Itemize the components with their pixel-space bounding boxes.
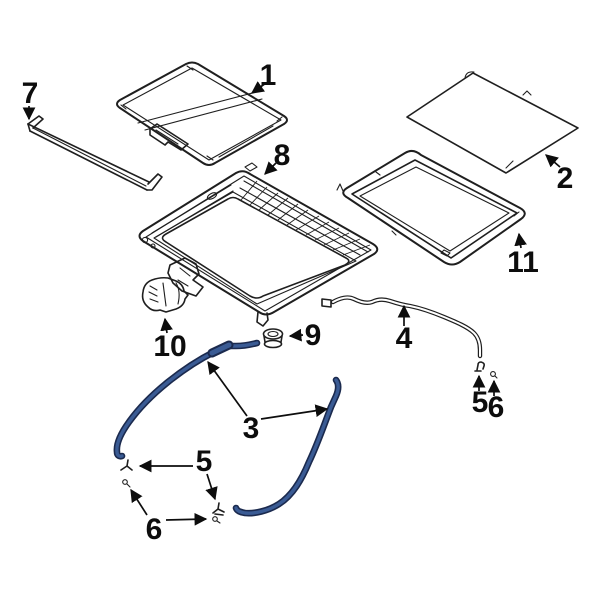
callout-9[interactable]: 9 bbox=[288, 319, 322, 352]
callout-5-left[interactable]: 5 bbox=[138, 445, 218, 501]
drain-tube-left bbox=[115, 341, 259, 458]
callout-1[interactable]: 1 bbox=[250, 59, 277, 94]
callout-label[interactable]: 2 bbox=[557, 162, 574, 195]
callout-label[interactable]: 7 bbox=[22, 77, 39, 110]
part-sunroof-frame bbox=[138, 162, 379, 327]
part-clips bbox=[120, 361, 498, 524]
callout-2[interactable]: 2 bbox=[545, 154, 574, 195]
clip-left-b bbox=[122, 479, 128, 485]
callouts: 1 2 3 4 5 6 7 8 bbox=[22, 59, 574, 546]
part-seal-frame bbox=[336, 149, 526, 266]
callout-4[interactable]: 4 bbox=[396, 304, 413, 355]
callout-6-left[interactable]: 6 bbox=[130, 488, 208, 546]
clip-bottom-b bbox=[212, 516, 218, 522]
callout-arrow bbox=[288, 328, 304, 342]
callout-label[interactable]: 6 bbox=[146, 513, 163, 546]
callout-10[interactable]: 10 bbox=[153, 317, 187, 363]
callout-label[interactable]: 10 bbox=[153, 330, 186, 363]
frame-latch-bracket bbox=[167, 257, 204, 297]
callout-7[interactable]: 7 bbox=[22, 77, 39, 121]
part-wind-deflector bbox=[27, 115, 163, 191]
callout-arrow bbox=[160, 317, 173, 334]
callout-arrow bbox=[205, 473, 218, 501]
frame-hatching bbox=[240, 180, 371, 256]
callout-arrow bbox=[207, 360, 248, 417]
frame-drain-spout bbox=[256, 311, 269, 327]
callout-label[interactable]: 5 bbox=[196, 445, 213, 478]
callout-arrow bbox=[250, 81, 267, 94]
callout-11[interactable]: 11 bbox=[507, 232, 539, 279]
callout-6-right[interactable]: 6 bbox=[487, 379, 505, 424]
drain-tube-right-outline bbox=[232, 376, 342, 517]
clip-left-a bbox=[120, 459, 133, 471]
callout-arrow bbox=[514, 232, 527, 249]
callout-label[interactable]: 6 bbox=[488, 391, 505, 424]
callout-label[interactable]: 8 bbox=[274, 139, 291, 172]
callout-arrow bbox=[545, 154, 561, 168]
hose-connector bbox=[321, 298, 332, 308]
clip-bottom-a bbox=[212, 502, 225, 516]
glass-handle bbox=[149, 123, 189, 151]
part-drain-grommet bbox=[262, 328, 284, 349]
callout-label[interactable]: 3 bbox=[243, 412, 260, 445]
frame-corner-tab bbox=[244, 162, 258, 172]
callout-label[interactable]: 4 bbox=[396, 322, 413, 355]
callout-label[interactable]: 5 bbox=[472, 386, 489, 419]
callout-arrow bbox=[165, 512, 208, 526]
callout-arrow bbox=[130, 488, 148, 516]
callout-label[interactable]: 11 bbox=[507, 246, 539, 279]
part-front-drain-hose-highlighted bbox=[113, 339, 342, 517]
callout-5-right[interactable]: 5 bbox=[472, 374, 489, 419]
callout-8[interactable]: 8 bbox=[264, 139, 291, 175]
part-rear-drain-hose bbox=[321, 295, 483, 359]
part-glass-panel bbox=[116, 61, 288, 166]
callout-label[interactable]: 9 bbox=[305, 319, 322, 352]
part-sunshade-panel bbox=[406, 71, 579, 174]
callout-arrow bbox=[264, 161, 278, 175]
drain-tube-right bbox=[234, 378, 340, 515]
callout-arrow bbox=[260, 404, 329, 420]
part-sunroof-motor bbox=[141, 276, 189, 313]
clip-right-b bbox=[490, 371, 496, 377]
callout-label[interactable]: 1 bbox=[260, 59, 277, 92]
callout-3[interactable]: 3 bbox=[207, 360, 329, 445]
clip-right-a bbox=[474, 361, 485, 372]
